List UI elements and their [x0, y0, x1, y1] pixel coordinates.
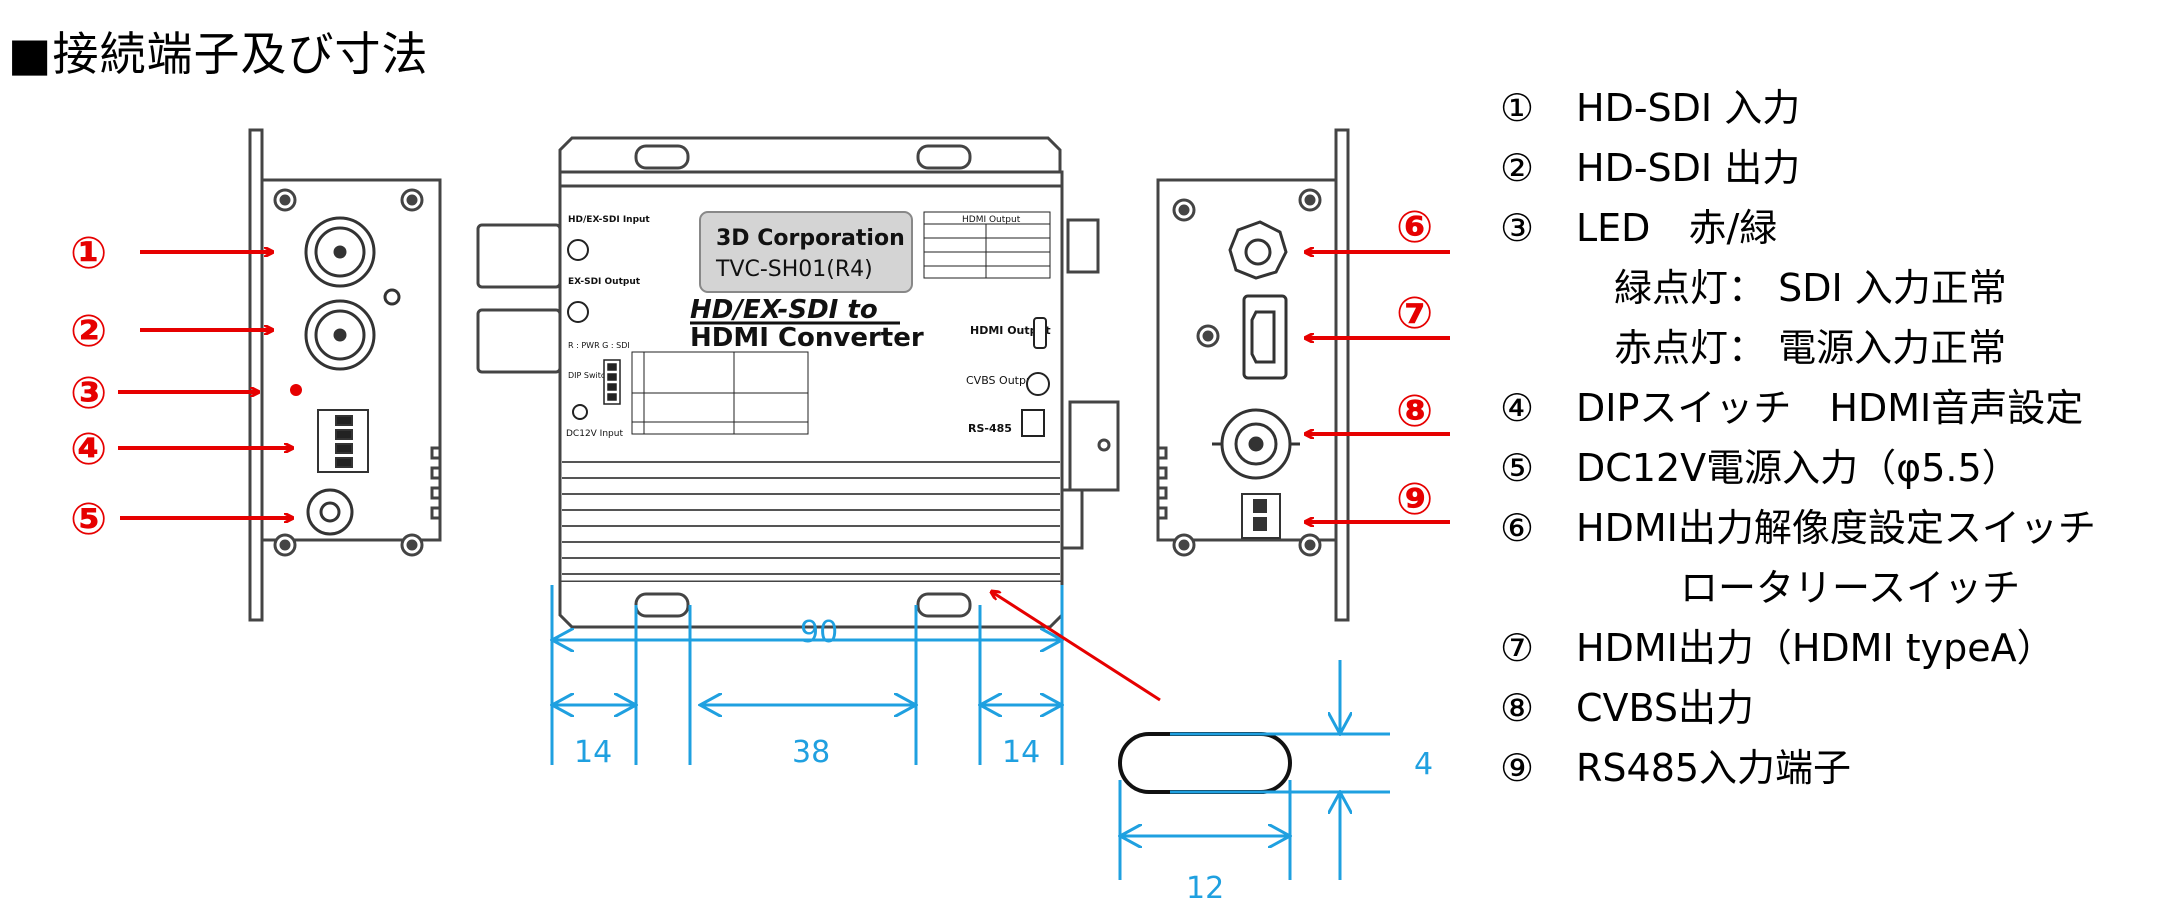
legend-text: LED 赤/緑: [1576, 206, 1778, 250]
left-callout-arrows: [118, 252, 292, 518]
dip-settings-table: [631, 351, 809, 435]
legend-text: 赤点灯： 電源入力正常: [1614, 326, 2007, 370]
dc-label: DC12V Input: [566, 429, 623, 439]
callout-5: ⑤: [70, 494, 107, 545]
legend-number: ⑤: [1500, 446, 1535, 490]
callout-7: ⑦: [1396, 288, 1433, 339]
callout-4: ④: [70, 424, 107, 475]
model-label: TVC-SH01(R4): [715, 257, 873, 282]
dip-label: DIP Switch: [568, 371, 610, 380]
legend-number: ④: [1500, 386, 1535, 430]
legend-text: HD-SDI 出力: [1576, 146, 1801, 190]
callout-1: ①: [70, 228, 107, 279]
dip-switch: [317, 409, 369, 473]
slot-detail-shape: [1118, 732, 1292, 794]
legend-item: ⑦ HDMI出力（HDMI typeA）: [1500, 618, 2150, 678]
rs485-label: RS-485: [968, 422, 1012, 435]
hdmi-output-port: [1033, 317, 1047, 349]
hdmi-table-title: HDMI Output: [962, 215, 1021, 225]
dim-slot-width: 12: [1186, 871, 1224, 906]
legend-text: HD-SDI 入力: [1576, 86, 1801, 130]
top-dip-switch: [603, 359, 621, 405]
legend-number: ⑨: [1500, 746, 1535, 790]
dc-power-jack: [306, 488, 354, 536]
rs485-terminal: [1241, 493, 1281, 539]
hdmi-port-side: [1242, 294, 1288, 380]
product-name-line1: HD/EX-SDI to: [690, 295, 878, 325]
legend-item: ⑧ CVBS出力: [1500, 678, 2150, 738]
dim-right-margin: 14: [1002, 735, 1040, 770]
callout-6: ⑥: [1396, 202, 1433, 253]
legend-text: DC12V電源入力（φ5.5）: [1576, 446, 2020, 490]
slot-dimension-lines: [1120, 660, 1390, 880]
led-label: R : PWR G : SDI: [568, 341, 630, 350]
legend-item: ③ LED 赤/緑: [1500, 198, 2150, 258]
legend-number: ②: [1500, 146, 1535, 190]
product-name-line2: HDMI Converter: [690, 323, 924, 353]
callout-9: ⑨: [1396, 474, 1433, 525]
cvbs-output-port: [1026, 372, 1050, 396]
callout-3: ③: [70, 368, 107, 419]
bnc-input-connector: [304, 216, 376, 288]
callout-8: ⑧: [1396, 386, 1433, 437]
brand-label-box: [699, 211, 913, 293]
legend-number: ⑧: [1500, 686, 1535, 730]
device-top-view: [476, 136, 1120, 629]
sdi-input-label: HD/EX-SDI Input: [568, 215, 650, 225]
left-vent-slots: [430, 446, 440, 520]
legend-text: CVBS出力: [1576, 686, 1755, 730]
dim-center-span: 38: [792, 735, 830, 770]
legend-text: HDMI出力解像度設定スイッチ: [1576, 506, 2096, 550]
legend-text: 緑点灯： SDI 入力正常: [1614, 266, 2007, 310]
rotary-switch: [1228, 220, 1288, 280]
sdi-output-port: [567, 301, 589, 323]
page-title: ■接続端子及び寸法: [8, 27, 429, 81]
dc-input-port: [572, 404, 588, 420]
legend-item: ⑨ RS485入力端子: [1500, 738, 2150, 798]
legend-item: ② HD-SDI 出力: [1500, 138, 2150, 198]
legend-number: ①: [1500, 86, 1535, 130]
legend-item: ⑥ HDMI出力解像度設定スイッチ: [1500, 498, 2150, 558]
left-side-panel: [248, 128, 442, 622]
legend-text: DIPスイッチ HDMI音声設定: [1576, 386, 2084, 430]
legend-number: ③: [1500, 206, 1535, 250]
legend-item: ① HD-SDI 入力: [1500, 78, 2150, 138]
callout-2: ②: [70, 306, 107, 357]
legend-text: RS485入力端子: [1576, 746, 1852, 790]
slot-pointer-line: [992, 592, 1161, 702]
right-callout-arrows: [1306, 252, 1450, 522]
right-vent-slots: [1158, 446, 1168, 520]
dim-slot-height: 4: [1414, 747, 1433, 782]
dim-total-width: 90: [800, 615, 838, 650]
legend-item: ロータリースイッチ: [1500, 558, 2150, 618]
legend-item: ⑤ DC12V電源入力（φ5.5）: [1500, 438, 2150, 498]
dim-left-margin: 14: [574, 735, 612, 770]
legend-number: ⑦: [1500, 626, 1535, 670]
legend-item: 緑点灯： SDI 入力正常: [1500, 258, 2150, 318]
cvbs-output-label: CVBS Output: [966, 374, 1038, 387]
dimension-lines: [552, 585, 1062, 765]
sdi-input-port: [567, 239, 589, 261]
legend-text: HDMI出力（HDMI typeA）: [1576, 626, 2055, 670]
led-indicator: [290, 384, 302, 396]
rs485-port: [1021, 409, 1045, 437]
legend-number: ⑥: [1500, 506, 1535, 550]
heatsink-fins: [562, 461, 1060, 575]
corporation-label: 3D Corporation: [716, 226, 905, 251]
legend-item: ④ DIPスイッチ HDMI音声設定: [1500, 378, 2150, 438]
bnc-output-connector: [304, 288, 401, 371]
hdmi-output-label: HDMI Output: [970, 324, 1051, 337]
cvbs-connector-side: [1212, 408, 1300, 480]
legend-item: 赤点灯： 電源入力正常: [1500, 318, 2150, 378]
hdmi-output-table: [923, 211, 1051, 279]
sdi-output-label: EX-SDI Output: [568, 277, 641, 287]
legend-text: ロータリースイッチ: [1680, 566, 2021, 610]
